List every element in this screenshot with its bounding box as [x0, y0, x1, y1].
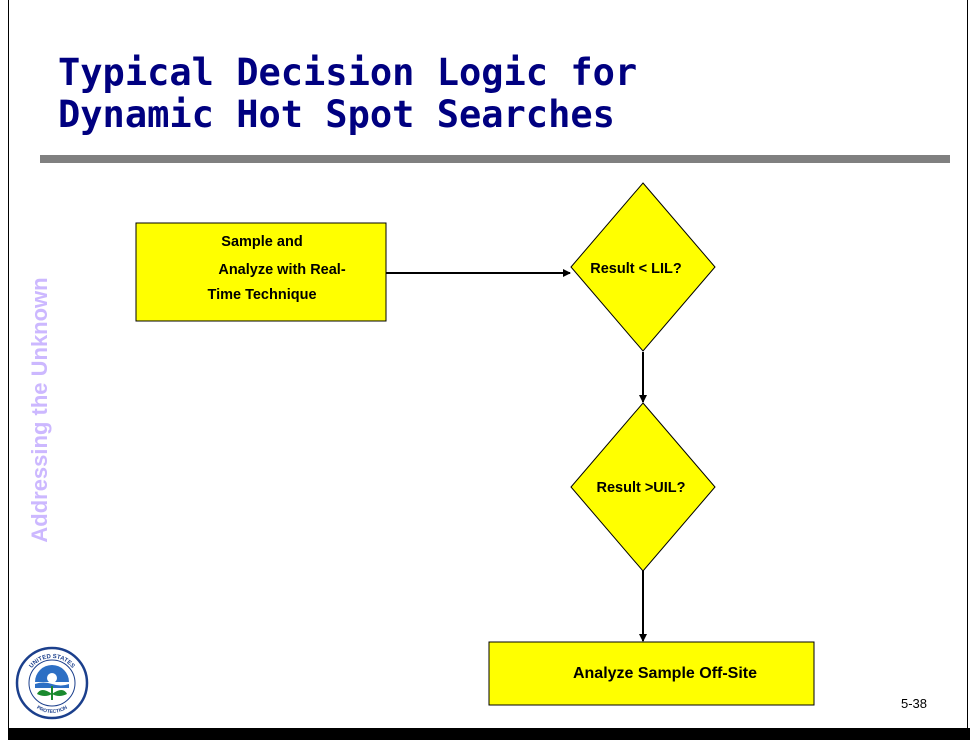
decision-1-label: Result < LIL?: [590, 261, 682, 277]
end-box-label: Analyze Sample Off-Site: [573, 665, 757, 682]
decision-2-label: Result >UIL?: [596, 480, 685, 496]
end-process-box: Analyze Sample Off-Site: [488, 641, 815, 706]
svg-text:PROTECTION: PROTECTION: [35, 705, 68, 716]
title-underline: [40, 155, 950, 163]
decision-diamond-2: Result >UIL?: [570, 402, 716, 572]
start-process-box: Sample and Analyze with Real- Time Techn…: [135, 222, 387, 322]
decision-diamond-1: Result < LIL?: [570, 182, 716, 352]
epa-seal-logo: UNITED STATES PROTECTION: [15, 646, 89, 720]
start-box-line-3: Time Technique: [207, 287, 316, 303]
slide-frame: [8, 0, 968, 728]
slide-bottom-bar: [8, 728, 970, 740]
page-number: 5-38: [900, 696, 927, 711]
start-box-line-2: Analyze with Real-: [218, 262, 345, 278]
seal-bottom-text: PROTECTION: [35, 705, 68, 716]
start-box-line-1: Sample and: [221, 234, 302, 250]
slide-title: Typical Decision Logic for Dynamic Hot S…: [58, 51, 638, 136]
